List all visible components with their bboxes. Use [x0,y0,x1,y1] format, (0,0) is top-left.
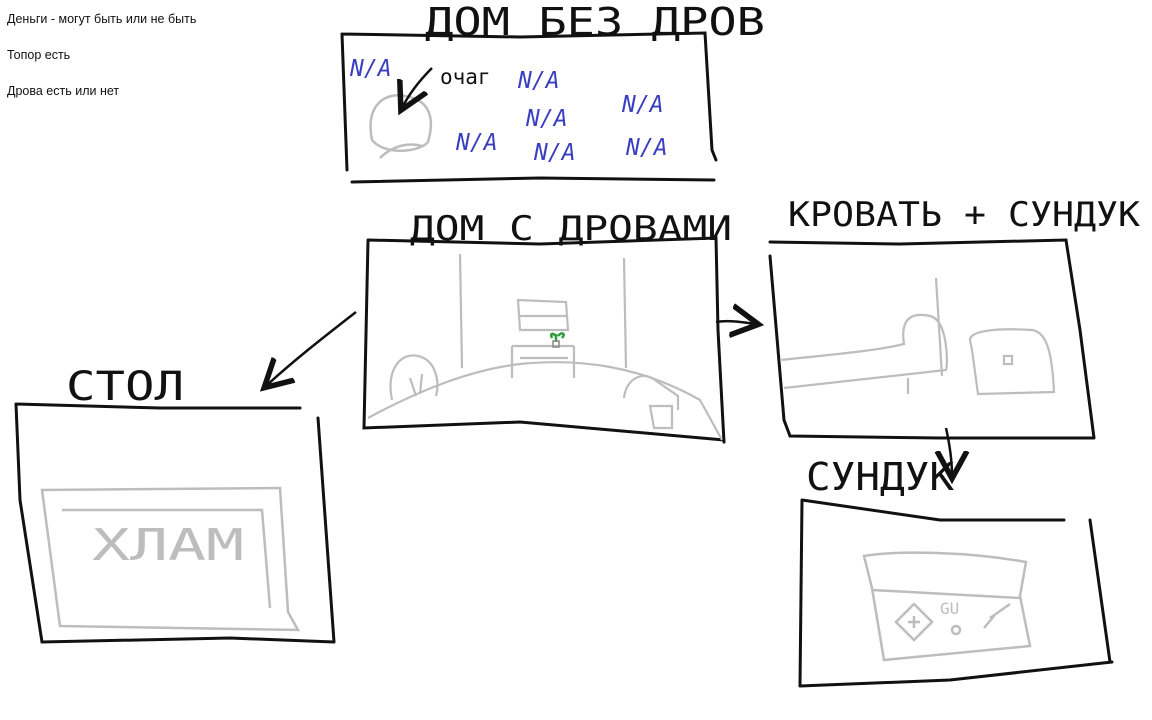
frame-table [14,402,336,644]
title-table: СТОЛ [66,364,184,410]
frame-house-no-wood [340,31,718,184]
na-label: N/A [455,130,498,156]
na-label: N/A [525,106,568,132]
junk-label: ХЛАМ [92,520,244,571]
flower-pot-icon [552,340,560,348]
frame-bed-chest [768,238,1096,440]
frame-house-with-wood [362,236,726,444]
notes-list: Деньги - могут быть или не быть Топор ес… [7,12,196,120]
scene-chest: СУНДУК GU [798,455,1114,688]
title-chest: СУНДУК [806,455,954,499]
note-firewood: Дрова есть или нет [7,84,120,98]
scene-house-with-wood: ДОМ С ДРОВАМИ [362,209,732,444]
note-money: Деньги - могут быть или не быть [7,12,197,26]
chest-inventory-sketch [862,551,1032,662]
title-bed-chest: КРОВАТЬ + СУНДУК [788,195,1141,235]
connector-arrows [266,312,952,476]
scene-house-no-wood: ДОМ БЕЗ ДРОВ очаг N/A N/A N/A N/A N/A N/… [340,0,765,184]
na-label: N/A [621,92,664,118]
room-sketch [367,253,723,441]
arrow-bed-to-chest [946,427,952,476]
na-label: N/A [533,140,576,166]
inventory-text: GU [940,599,959,618]
frame-chest [798,498,1114,688]
na-label: N/A [349,56,392,82]
arrow-house-to-table [266,311,357,386]
arrow-house-to-bed [715,321,756,324]
na-label: N/A [625,135,668,161]
hearth-arrow [402,67,433,108]
scene-table: СТОЛ ХЛАМ [14,364,336,644]
hearth-sketch [369,94,433,159]
junk-panel-sketch [40,486,301,632]
note-axe: Топор есть [7,48,71,62]
na-label: N/A [517,68,560,94]
bed-sketch [779,277,948,394]
chest-sketch [968,328,1056,396]
na-label-group: N/A N/A N/A N/A N/A N/A N/A [349,56,668,166]
scene-bed-chest: КРОВАТЬ + СУНДУК [768,195,1141,440]
hearth-label: очаг [440,65,491,89]
